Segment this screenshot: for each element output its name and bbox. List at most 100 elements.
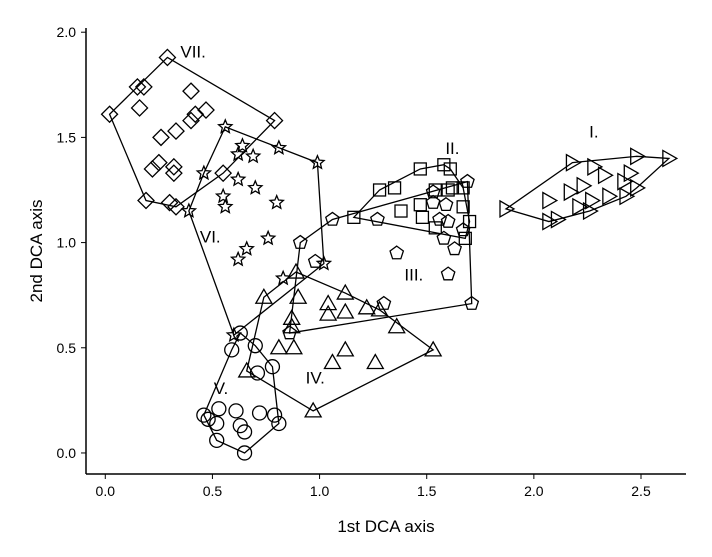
pentagon-marker xyxy=(282,325,297,340)
markers-group-6 xyxy=(180,118,333,343)
star-marker xyxy=(195,164,213,181)
triangle-up-marker xyxy=(304,401,323,418)
square-marker xyxy=(458,231,472,246)
triangle-right-marker xyxy=(585,191,602,210)
circle-marker xyxy=(236,424,253,440)
diamond-marker xyxy=(134,77,153,96)
markers-group-7 xyxy=(100,48,284,216)
pentagon-marker xyxy=(292,234,308,249)
hull-group-5 xyxy=(203,332,280,454)
pentagon-marker xyxy=(425,184,441,199)
group-label: IV. xyxy=(306,369,325,388)
triangle-up-marker xyxy=(282,309,301,325)
square-marker xyxy=(394,204,408,218)
x-tick-label: 2.0 xyxy=(524,483,544,499)
pentagon-marker xyxy=(325,211,340,226)
pentagon-marker xyxy=(370,211,385,226)
y-tick-label: 1.5 xyxy=(57,129,77,145)
pentagon-marker xyxy=(389,245,405,260)
square-marker xyxy=(372,183,387,197)
diamond-marker xyxy=(164,164,183,183)
hull-group-4 xyxy=(245,271,435,412)
square-marker xyxy=(441,183,455,197)
square-marker xyxy=(347,210,361,224)
pentagon-marker xyxy=(464,295,480,310)
diamond-marker xyxy=(214,164,233,183)
star-marker xyxy=(238,240,255,256)
pentagon-marker xyxy=(455,222,471,237)
triangle-up-marker xyxy=(282,317,301,334)
pentagon-marker xyxy=(438,196,454,212)
star-marker xyxy=(234,137,251,153)
y-axis-label: 2nd DCA axis xyxy=(27,200,46,303)
star-marker xyxy=(274,269,292,286)
star-marker xyxy=(217,118,234,134)
square-marker xyxy=(415,210,430,224)
x-tick-label: 1.0 xyxy=(310,483,330,499)
star-marker xyxy=(270,139,288,155)
square-marker xyxy=(428,183,442,197)
pentagon-marker xyxy=(440,213,456,228)
y-tick-label: 1.0 xyxy=(57,235,77,251)
triangle-up-marker xyxy=(289,287,308,304)
circle-marker xyxy=(264,359,281,375)
markers-group-4 xyxy=(237,262,443,418)
group-labels: I.II.III.IV.V.VI.VII. xyxy=(180,42,598,398)
diamond-marker xyxy=(182,111,200,130)
triangle-right-marker xyxy=(550,210,567,229)
circle-marker xyxy=(196,407,212,423)
pentagon-marker xyxy=(440,266,456,281)
star-marker xyxy=(229,145,247,162)
diamond-marker xyxy=(167,197,185,216)
y-tick-label: 0.0 xyxy=(57,445,77,461)
circle-marker xyxy=(236,445,253,461)
square-marker xyxy=(445,181,460,195)
pentagon-marker xyxy=(436,230,452,245)
triangle-right-marker xyxy=(630,178,647,198)
square-marker xyxy=(413,162,427,176)
circle-marker xyxy=(211,401,227,417)
star-marker xyxy=(315,254,333,271)
square-marker xyxy=(443,162,457,176)
star-marker xyxy=(244,147,262,164)
square-marker xyxy=(456,200,470,214)
pentagon-marker xyxy=(447,241,462,256)
circle-marker xyxy=(247,338,263,354)
y-tick-label: 2.0 xyxy=(57,24,77,40)
circle-marker xyxy=(200,411,216,427)
x-tick-label: 0.5 xyxy=(203,483,223,499)
diamond-marker xyxy=(137,191,155,210)
triangle-up-marker xyxy=(254,287,273,304)
x-tick-label: 2.5 xyxy=(631,483,651,499)
pentagon-marker xyxy=(425,194,441,209)
diamond-marker xyxy=(152,128,170,147)
triangle-up-marker xyxy=(284,338,303,355)
star-marker xyxy=(229,170,247,187)
square-marker xyxy=(387,181,402,195)
triangle-up-marker xyxy=(323,353,342,370)
circle-marker xyxy=(224,342,240,358)
triangle-right-marker xyxy=(662,149,679,168)
group-label: VII. xyxy=(180,42,206,61)
triangle-right-marker xyxy=(565,153,582,172)
circle-marker xyxy=(266,407,283,423)
circle-marker xyxy=(271,415,287,432)
triangle-right-marker xyxy=(542,191,559,210)
x-axis-label: 1st DCA axis xyxy=(337,517,434,536)
star-marker xyxy=(247,179,264,195)
diamond-marker xyxy=(130,99,149,117)
triangle-right-marker xyxy=(623,164,640,183)
triangle-up-marker xyxy=(269,338,288,355)
circle-marker xyxy=(249,365,266,381)
group-label: V. xyxy=(214,379,229,398)
circle-marker xyxy=(209,432,225,448)
diamond-marker xyxy=(182,82,200,101)
circle-marker xyxy=(209,415,225,432)
triangle-right-marker xyxy=(597,166,614,185)
triangle-up-marker xyxy=(370,300,389,317)
markers-group-5 xyxy=(196,325,287,461)
triangle-right-marker xyxy=(572,197,589,216)
triangle-right-marker xyxy=(563,182,580,202)
